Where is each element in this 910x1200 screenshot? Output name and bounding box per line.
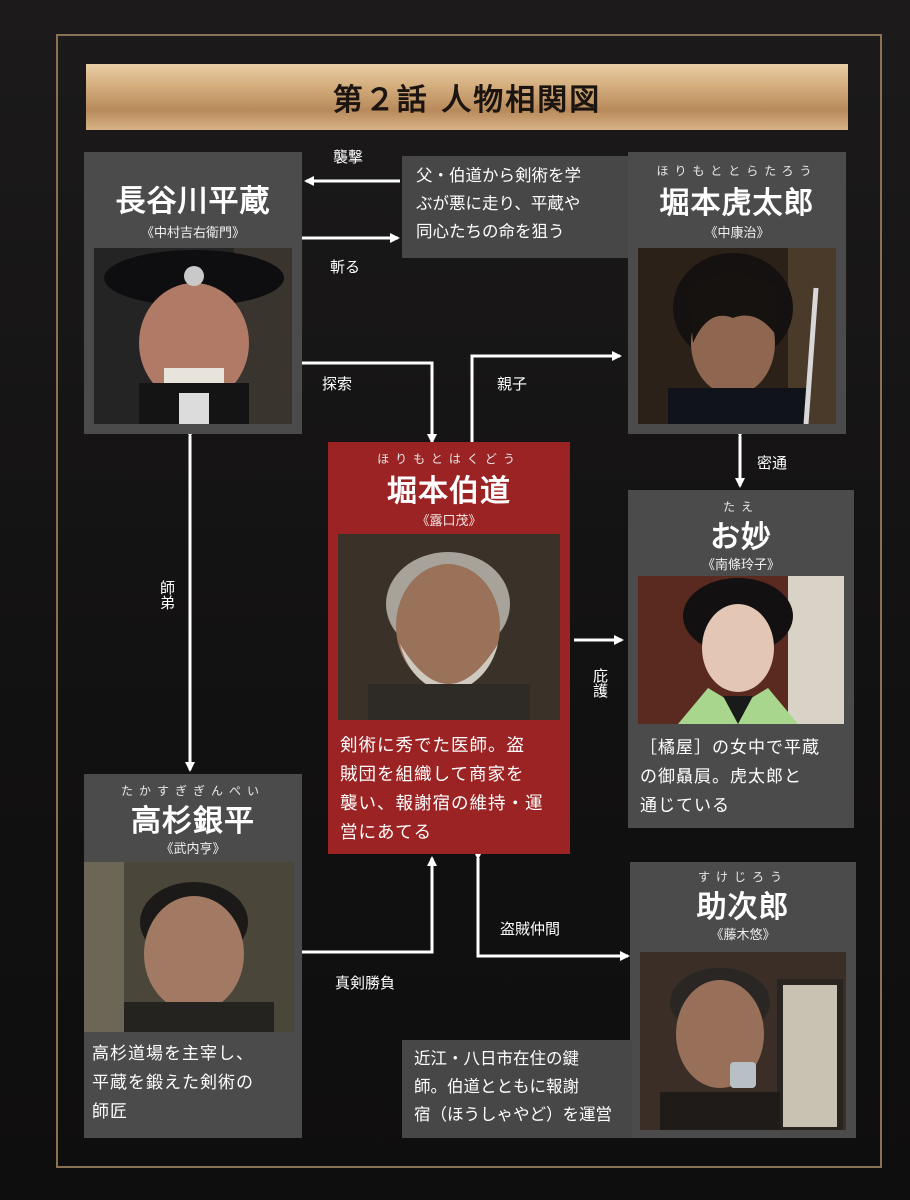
- description-line: 近江・八日市在住の鍵: [414, 1049, 579, 1068]
- character-name: 堀本虎太郎: [659, 186, 815, 221]
- relation-label-kiru: 斬る: [330, 258, 361, 276]
- description-line: 襲い、報謝宿の維持・運: [340, 794, 544, 814]
- portrait-sukejirou: [640, 952, 846, 1130]
- portrait-photo: [640, 952, 846, 1130]
- sukejirou-note: 近江・八日市在住の鍵 師。伯道とともに報謝 宿（ほうしゃやど）を運営: [402, 1040, 632, 1138]
- relation-label-shitei: 師弟: [158, 580, 176, 610]
- character-name: 長谷川平蔵: [115, 184, 271, 219]
- arrow-tansaku: [302, 361, 437, 444]
- note-line: ぶが悪に走り、平蔵や: [416, 194, 581, 213]
- relation-label-shinken: 真剣勝負: [335, 974, 396, 992]
- card-sukejirou: すけじろう 助次郎 《藤木悠》: [630, 862, 856, 1138]
- description-line: 営にあてる: [340, 823, 433, 843]
- actor-name: 《露口茂》: [416, 514, 482, 529]
- portrait-photo: [638, 576, 844, 724]
- card-hasegawa: 長谷川平蔵 《中村吉右衛門》: [84, 152, 302, 434]
- description-line: 師。伯道とともに報謝: [414, 1077, 579, 1096]
- note-line: 同心たちの命を狙う: [416, 222, 565, 241]
- relation-label-tansaku: 探索: [322, 375, 353, 393]
- description-line: 剣術に秀でた医師。盗: [340, 736, 525, 756]
- card-takasugi: たかすぎぎんぺい 高杉銀平 《武内亨》 高杉道場を主宰し、 平蔵を鍛えた剣術の …: [84, 774, 302, 1138]
- description-line: ［橘屋］の女中で平蔵: [640, 738, 820, 758]
- actor-name: 《南條玲子》: [701, 558, 780, 573]
- card-toratarou: ほりもととらたろう 堀本虎太郎 《中康治》: [628, 152, 846, 434]
- actor-name: 《武内亨》: [160, 842, 226, 857]
- character-description: ［橘屋］の女中で平蔵 の御贔屓。虎太郎と 通じている: [640, 734, 850, 821]
- name-ruby: すけじろう: [697, 870, 788, 884]
- description-line: 高杉道場を主宰し、: [92, 1044, 254, 1064]
- portrait-hasegawa: [94, 248, 292, 424]
- portrait-photo: [84, 862, 294, 1032]
- arrow-shinken: [294, 856, 437, 957]
- relation-label-oyako: 親子: [497, 375, 528, 393]
- name-ruby: たかすぎぎんぺい: [120, 784, 265, 798]
- portrait-photo: [638, 248, 836, 424]
- character-description: 高杉道場を主宰し、 平蔵を鍛えた剣術の 師匠: [92, 1040, 302, 1127]
- relation-label-mittsuu: 密通: [757, 454, 788, 472]
- description-line: 通じている: [640, 796, 730, 816]
- character-name: 高杉銀平: [131, 804, 255, 839]
- portrait-photo: [338, 534, 560, 720]
- character-name: お妙: [710, 520, 772, 555]
- card-hakudou: ほりもとはくどう 堀本伯道 《露口茂》 剣術に秀でた医師。盗 賊団を組織して商家…: [328, 442, 570, 854]
- name-ruby: たえ: [722, 500, 759, 514]
- card-otae: たえ お妙 《南條玲子》 ［橘屋］の女中で平蔵 の御贔屓。虎太郎と 通じている: [628, 490, 854, 828]
- note-line: 父・伯道から剣術を学: [416, 166, 581, 185]
- relation-label-shuugeki: 襲撃: [333, 148, 364, 166]
- relation-label-touzoku: 盗賊仲間: [500, 920, 561, 938]
- character-name: 助次郎: [696, 890, 790, 925]
- portrait-takasugi: [84, 862, 294, 1032]
- relation-label-higo: 庇護: [591, 668, 609, 698]
- portrait-otae: [638, 576, 844, 724]
- toratarou-note: 父・伯道から剣術を学 ぶが悪に走り、平蔵や 同心たちの命を狙う: [402, 156, 628, 258]
- name-ruby: ほりもととらたろう: [656, 164, 818, 178]
- portrait-hakudou: [338, 534, 560, 720]
- character-description: 剣術に秀でた医師。盗 賊団を組織して商家を 襲い、報謝宿の維持・運 営にあてる: [340, 732, 566, 848]
- description-line: 師匠: [92, 1102, 128, 1122]
- character-name: 堀本伯道: [387, 474, 511, 509]
- actor-name: 《中村吉右衛門》: [140, 226, 245, 241]
- title-banner: 第２話 人物相関図: [86, 64, 848, 130]
- actor-name: 《藤木悠》: [710, 928, 776, 943]
- gold-frame: [56, 34, 882, 1168]
- description-line: 平蔵を鍛えた剣術の: [92, 1073, 254, 1093]
- portrait-toratarou: [638, 248, 836, 424]
- description-line: 賊団を組織して商家を: [340, 765, 525, 785]
- name-ruby: ほりもとはくどう: [377, 452, 521, 466]
- arrow-touzoku: [473, 850, 630, 961]
- description-line: 宿（ほうしゃやど）を運営: [414, 1105, 612, 1124]
- description-line: の御贔屓。虎太郎と: [640, 767, 802, 787]
- arrow-oyako: [467, 351, 622, 450]
- portrait-photo: [94, 248, 292, 424]
- actor-name: 《中康治》: [704, 226, 770, 241]
- page-title: 第２話 人物相関図: [332, 83, 602, 118]
